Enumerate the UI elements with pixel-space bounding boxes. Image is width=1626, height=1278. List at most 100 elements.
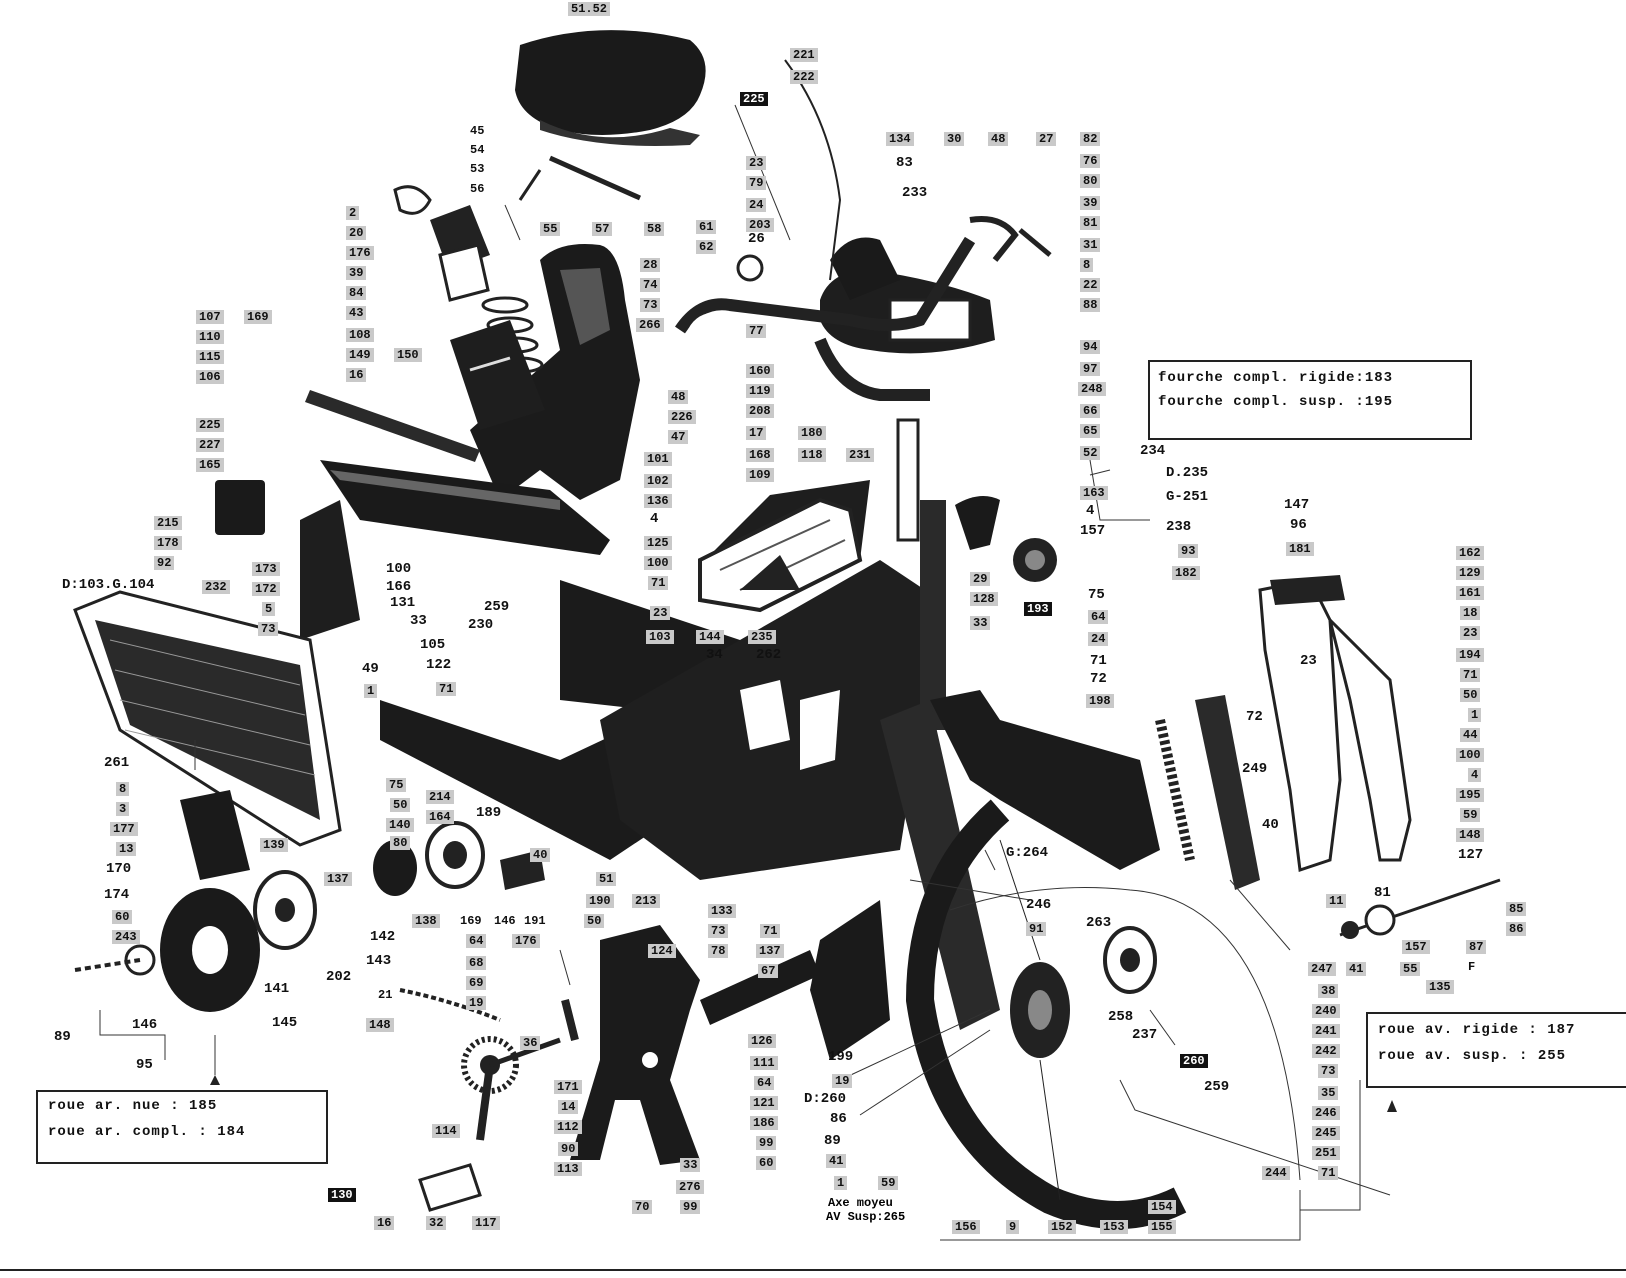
- part-label: 47: [668, 430, 689, 444]
- part-label: 86: [830, 1111, 847, 1127]
- part-label: 135: [1426, 980, 1454, 994]
- part-label: 165: [196, 458, 224, 472]
- stand: [570, 925, 700, 1165]
- part-label: 130: [328, 1188, 356, 1202]
- part-label: 174: [104, 887, 130, 903]
- part-label: 111: [750, 1056, 778, 1070]
- part-label: 238: [1166, 519, 1192, 535]
- part-label: 70: [632, 1200, 653, 1214]
- part-label: 78: [708, 944, 729, 958]
- part-label: 168: [746, 448, 774, 462]
- part-label: 202: [326, 969, 352, 985]
- part-label: 246: [1026, 897, 1052, 913]
- part-label: 4: [650, 511, 659, 527]
- part-label: 261: [104, 755, 130, 771]
- part-label: 191: [524, 914, 546, 928]
- part-label: 80: [390, 836, 411, 850]
- part-label: 263: [1086, 915, 1112, 931]
- part-label: 107: [196, 310, 224, 324]
- part-label: 21: [378, 988, 393, 1002]
- part-label: 73: [1318, 1064, 1339, 1078]
- part-label: 241: [1312, 1024, 1340, 1038]
- part-label: 56: [470, 182, 485, 196]
- part-label: 164: [426, 810, 454, 824]
- part-label: 136: [644, 494, 672, 508]
- part-label: 117: [472, 1216, 500, 1230]
- part-label: 1: [1468, 708, 1482, 722]
- part-label: 28: [640, 258, 661, 272]
- part-label: 114: [432, 1124, 460, 1138]
- part-label: 31: [1080, 238, 1101, 252]
- part-label: 259: [484, 599, 510, 615]
- part-label: 235: [748, 630, 776, 644]
- rear-wheel-bare-line: roue ar. nue : 185: [48, 1098, 218, 1114]
- front-wheel-rigid-line: roue av. rigide : 187: [1378, 1022, 1576, 1038]
- part-label: 43: [346, 306, 367, 320]
- part-label: 44: [1460, 728, 1481, 742]
- part-label: 141: [264, 981, 290, 997]
- part-label: 50: [1460, 688, 1481, 702]
- front-wheel-suspension-line: roue av. susp. : 255: [1378, 1048, 1567, 1064]
- part-label: 1: [834, 1176, 848, 1190]
- part-label: 180: [798, 426, 826, 440]
- part-label: 215: [154, 516, 182, 530]
- part-label: 71: [1460, 668, 1481, 682]
- part-label: 96: [1290, 517, 1307, 533]
- part-label: 4: [1468, 768, 1482, 782]
- part-label: 233: [902, 185, 928, 201]
- part-label: 248: [1078, 382, 1106, 396]
- part-label: 226: [668, 410, 696, 424]
- part-label: 99: [680, 1200, 701, 1214]
- part-label: 89: [824, 1133, 841, 1149]
- part-label: 13: [116, 842, 137, 856]
- part-label: 83: [896, 155, 913, 171]
- part-label: 64: [754, 1076, 775, 1090]
- part-label: 30: [944, 132, 965, 146]
- part-label: 11: [1326, 894, 1347, 908]
- part-label: 100: [1456, 748, 1484, 762]
- part-label: 16: [346, 368, 367, 382]
- axle-note-line2: AV Susp:265: [826, 1210, 906, 1224]
- saddle: [515, 30, 706, 146]
- rear-body-panel: [470, 244, 640, 500]
- part-label: 156: [952, 1220, 980, 1234]
- part-label: 59: [1460, 808, 1481, 822]
- part-label: 169: [460, 914, 482, 928]
- part-label: 131: [390, 595, 416, 611]
- part-label: 41: [826, 1154, 847, 1168]
- frame: [380, 560, 940, 880]
- part-label: 9: [1006, 1220, 1020, 1234]
- part-label: 242: [1312, 1044, 1340, 1058]
- part-label: 55: [540, 222, 561, 236]
- part-label: 79: [746, 176, 767, 190]
- part-label: 14: [558, 1100, 579, 1114]
- part-label: 81: [1374, 885, 1391, 901]
- part-label: 48: [668, 390, 689, 404]
- part-label: 176: [346, 246, 374, 260]
- part-label: 147: [1284, 497, 1310, 513]
- part-label: 82: [1080, 132, 1101, 146]
- part-label: 171: [554, 1080, 582, 1094]
- part-label: 140: [386, 818, 414, 832]
- part-label: 161: [1456, 586, 1484, 600]
- part-label: 208: [746, 404, 774, 418]
- front-fork-info-box: fourche compl. rigide:183 fourche compl.…: [1148, 360, 1472, 440]
- part-label: 48: [988, 132, 1009, 146]
- part-label: 71: [1090, 653, 1107, 669]
- part-label: 157: [1402, 940, 1430, 954]
- part-label: 1: [364, 684, 378, 698]
- part-label: 73: [708, 924, 729, 938]
- part-label: 68: [466, 956, 487, 970]
- part-label: 146: [132, 1017, 158, 1033]
- fork-blades: [1195, 575, 1412, 890]
- part-label: 91: [1026, 922, 1047, 936]
- part-label: 71: [1318, 1166, 1339, 1180]
- part-label: 276: [676, 1180, 704, 1194]
- part-label: 52: [1080, 446, 1101, 460]
- part-label: 36: [520, 1036, 541, 1050]
- part-label: 73: [640, 298, 661, 312]
- part-label: D:103.G.104: [62, 577, 155, 593]
- part-label: 124: [648, 944, 676, 958]
- part-label: 84: [346, 286, 367, 300]
